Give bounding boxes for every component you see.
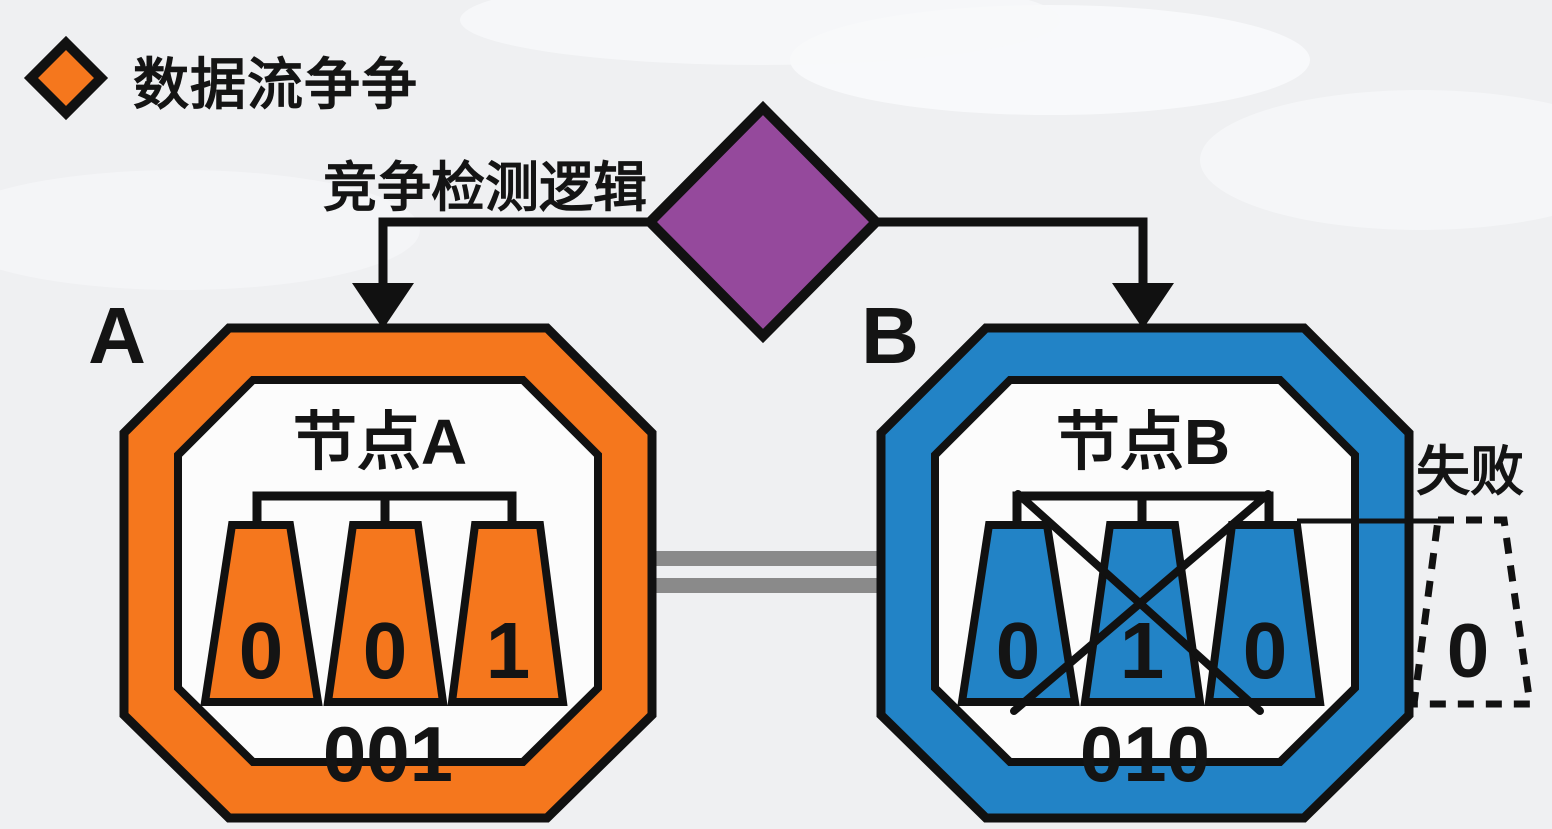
link-bar-bottom [652, 578, 881, 593]
node-b-slot-1-value: 0 [996, 606, 1041, 695]
node-b-title: 节点B [1056, 406, 1230, 478]
node-a-slot-1 [200, 521, 323, 706]
node-a-slot-2-value: 0 [363, 606, 408, 695]
connector-line [378, 217, 650, 286]
node-b-bracket [1012, 491, 1274, 523]
node-b: B 节点B 0 1 0 010 [861, 291, 1414, 823]
connector-line [876, 217, 1148, 286]
connector-to-node-b [876, 217, 1174, 329]
cloud-shape [0, 170, 420, 290]
legend-title: 数据流争争 [133, 53, 418, 116]
node-a-slot-1-value: 0 [239, 606, 284, 695]
node-a-slot-2 [323, 521, 448, 706]
diamond-icon [23, 35, 109, 121]
arrowhead-down-icon [1112, 283, 1174, 329]
node-a-slot-3-value: 1 [486, 606, 531, 695]
failure-ghost-slot [1410, 516, 1535, 708]
arrowhead-down-icon [352, 283, 414, 329]
node-b-slot-3-value: 0 [1243, 606, 1288, 695]
node-b-slot-1 [957, 521, 1080, 706]
link-bus [652, 551, 881, 593]
cloud-shape [460, 0, 1060, 65]
link-bar-top [652, 551, 881, 566]
node-b-value: 010 [1080, 710, 1210, 798]
node-b-slot-3 [1204, 521, 1325, 706]
node-a-label: A [88, 291, 146, 380]
node-a-slot-3 [447, 521, 568, 706]
cloud-shape [1200, 90, 1552, 230]
detector-diamond [642, 100, 884, 344]
failure-cross-icon [1010, 490, 1272, 715]
detector-label: 竞争检测逻辑 [323, 158, 647, 218]
node-a-title: 节点A [293, 406, 467, 478]
failure-annotation: 失败 0 [1297, 442, 1535, 708]
legend: 数据流争争 [23, 35, 418, 121]
failure-slot-value: 0 [1447, 609, 1489, 694]
connector-to-node-a [352, 217, 650, 329]
failure-label: 失败 [1416, 442, 1524, 502]
node-a-bracket [252, 491, 517, 523]
node-a: A 节点A 0 0 1 001 [88, 291, 657, 823]
cross-line [1010, 490, 1272, 715]
node-b-label: B [861, 291, 919, 380]
node-a-value: 001 [323, 710, 453, 798]
